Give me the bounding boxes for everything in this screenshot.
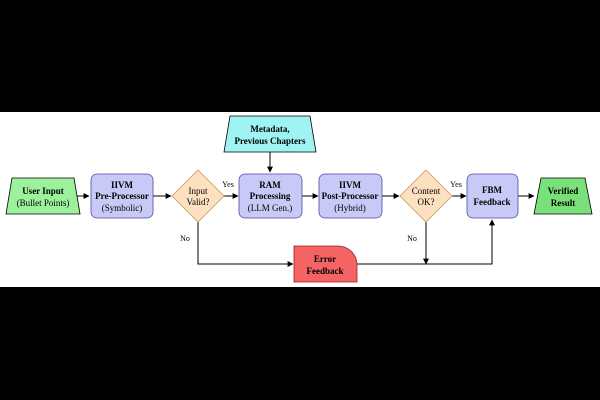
error-sublabel: Feedback	[307, 266, 344, 276]
iivm-pre-shape	[90, 173, 154, 219]
fbm-label: Feedback	[474, 197, 511, 207]
error-label: Error	[314, 254, 336, 264]
input-valid-label: Input	[189, 186, 208, 196]
edge-error-to-fbm	[357, 219, 495, 265]
ram-sublabel: (LLM Gen.)	[248, 203, 293, 213]
verified-shape	[533, 177, 593, 215]
user-input-label: User Input	[22, 186, 64, 196]
edges	[74, 152, 535, 267]
ram-label: Processing	[250, 191, 291, 201]
ram-shape	[238, 173, 303, 219]
metadata-label: Metadata,	[250, 124, 289, 134]
ram-title: RAM	[259, 180, 281, 190]
edge-label-content-no: No	[407, 234, 417, 243]
user-input-shape	[5, 177, 81, 215]
node-verified-result: Verified Result	[533, 177, 593, 215]
iivm-post-shape	[318, 173, 383, 219]
iivm-pre-title: IIVM	[111, 180, 134, 190]
node-error-feedback: Error Feedback	[293, 245, 358, 283]
flowchart-canvas: User Input (Bullet Points) Metadata, Pre…	[0, 112, 600, 287]
node-ram-processing: RAM Processing (LLM Gen.)	[238, 173, 303, 219]
iivm-post-sublabel: (Hybrid)	[334, 203, 366, 213]
node-metadata: Metadata, Previous Chapters	[223, 115, 317, 153]
iivm-pre-label: Pre-Processor	[95, 191, 149, 201]
edge-label-input-yes: Yes	[222, 180, 234, 189]
error-shape	[293, 245, 358, 283]
input-valid-sublabel: Valid?	[187, 197, 210, 207]
iivm-post-title: IIVM	[339, 180, 362, 190]
metadata-sublabel: Previous Chapters	[234, 136, 306, 146]
verified-sublabel: Result	[551, 198, 576, 208]
metadata-shape	[223, 115, 317, 153]
content-ok-shape	[399, 169, 453, 223]
iivm-pre-sublabel: (Symbolic)	[102, 203, 143, 213]
node-fbm-feedback: FBM Feedback	[466, 173, 519, 219]
node-iivm-post-processor: IIVM Post-Processor (Hybrid)	[318, 173, 383, 219]
node-iivm-pre-processor: IIVM Pre-Processor (Symbolic)	[90, 173, 154, 219]
flowchart-diagram: User Input (Bullet Points) Metadata, Pre…	[5, 115, 593, 283]
node-content-ok: Content OK?	[399, 169, 453, 223]
iivm-post-label: Post-Processor	[322, 191, 379, 201]
verified-label: Verified	[548, 186, 579, 196]
content-ok-sublabel: OK?	[418, 197, 435, 207]
node-user-input: User Input (Bullet Points)	[5, 177, 81, 215]
edge-label-input-no: No	[180, 234, 190, 243]
content-ok-label: Content	[412, 186, 441, 196]
user-input-sublabel: (Bullet Points)	[17, 198, 70, 208]
fbm-title: FBM	[482, 185, 503, 195]
node-input-valid: Input Valid?	[171, 169, 225, 223]
edge-inputvalid-no-to-error	[197, 222, 294, 267]
fbm-shape	[466, 173, 519, 219]
edge-label-content-yes: Yes	[450, 180, 462, 189]
input-valid-shape	[171, 169, 225, 223]
